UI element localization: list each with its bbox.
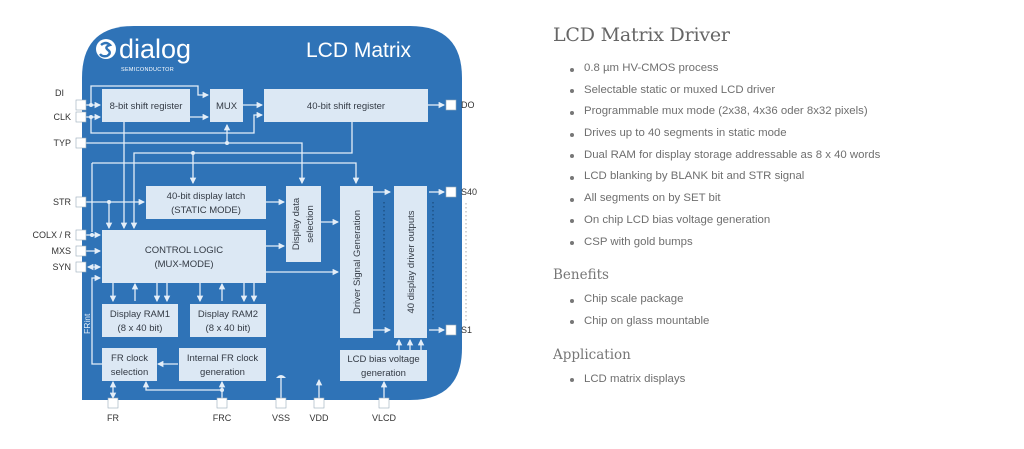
frint-label: FRint [82, 313, 92, 334]
svg-text:FRC: FRC [213, 413, 232, 423]
feature-list: 0.8 µm HV-CMOS process Selectable static… [553, 58, 1013, 253]
pin-vlcd: VLCD [372, 397, 397, 423]
svg-text:(STATIC MODE): (STATIC MODE) [171, 205, 241, 216]
svg-text:STR: STR [53, 197, 72, 207]
svg-text:Display data: Display data [291, 197, 302, 250]
logo-subtitle: SEMICONDUCTOR [121, 67, 174, 73]
svg-text:COLX / R: COLX / R [32, 230, 71, 240]
feature-item: Dual RAM for display storage addressable… [570, 145, 1013, 167]
pin-vss: VSS [272, 397, 290, 423]
svg-text:generation: generation [361, 368, 406, 379]
benefits-heading: Benefits [553, 267, 609, 284]
product-description: LCD Matrix Driver 0.8 µm HV-CMOS process… [553, 24, 1013, 390]
svg-text:selection: selection [305, 205, 316, 243]
benefit-item: Chip on glass mountable [570, 311, 1013, 333]
svg-text:VLCD: VLCD [372, 413, 397, 423]
svg-text:8-bit shift register: 8-bit shift register [110, 101, 183, 112]
block-display-latch: 40-bit display latch (STATIC MODE) [146, 186, 266, 219]
junction-dots [89, 103, 229, 392]
pin-typ: TYP [53, 137, 87, 149]
feature-item: CSP with gold bumps [570, 232, 1013, 254]
benefits-list: Chip scale package Chip on glass mountab… [553, 289, 1013, 332]
feature-item: Drives up to 40 segments in static mode [570, 123, 1013, 145]
block-display-ram1: Display RAM1 (8 x 40 bit) [102, 304, 178, 337]
block-display-data-selection: Display data selection [286, 186, 321, 262]
svg-text:CONTROL LOGIC: CONTROL LOGIC [145, 245, 223, 256]
svg-text:(MUX-MODE): (MUX-MODE) [154, 259, 213, 270]
pin-di: DI [55, 88, 87, 111]
svg-text:(8 x 40 bit): (8 x 40 bit) [118, 323, 163, 334]
pin-colx-r: COLX / R [32, 229, 87, 241]
block-display-driver-outputs: 40 display driver outputs [394, 186, 427, 338]
product-title: LCD Matrix Driver [553, 24, 730, 46]
feature-item: LCD blanking by BLANK bit and STR signal [570, 166, 1013, 188]
feature-item: Selectable static or muxed LCD driver [570, 80, 1013, 102]
block-display-ram2: Display RAM2 (8 x 40 bit) [190, 304, 266, 337]
block-40bit-shift-register: 40-bit shift register [264, 89, 428, 122]
feature-item: 0.8 µm HV-CMOS process [570, 58, 1013, 80]
svg-text:Internal FR clock: Internal FR clock [187, 353, 259, 364]
svg-text:FR clock: FR clock [111, 353, 148, 364]
feature-item: Programmable mux mode (2x38, 4x36 oder 8… [570, 101, 1013, 123]
signal-wires [86, 85, 446, 400]
svg-text:40-bit shift register: 40-bit shift register [307, 101, 385, 112]
svg-text:DI: DI [55, 88, 64, 98]
lcd-matrix-block-diagram: dialog SEMICONDUCTOR LCD Matrix [32, 26, 477, 423]
svg-text:DO: DO [461, 100, 475, 110]
svg-text:40-bit display latch: 40-bit display latch [167, 191, 246, 202]
svg-text:S1: S1 [461, 325, 472, 335]
pin-frc: FRC [213, 397, 232, 423]
block-lcd-bias-voltage-generation: LCD bias voltage generation [340, 350, 427, 381]
svg-text:Display RAM1: Display RAM1 [110, 309, 170, 320]
block-control-logic: CONTROL LOGIC (MUX-MODE) [102, 230, 266, 283]
pin-mxs: MXS [51, 245, 87, 257]
block-fr-clock-selection: FR clock selection [102, 348, 157, 381]
svg-text:Display RAM2: Display RAM2 [198, 309, 258, 320]
svg-text:FR: FR [107, 413, 119, 423]
svg-text:CLK: CLK [53, 112, 71, 122]
feature-item: All segments on by SET bit [570, 188, 1013, 210]
chip-title: LCD Matrix [306, 39, 412, 62]
svg-text:40 display driver outputs: 40 display driver outputs [406, 210, 417, 313]
block-8bit-shift-register: 8-bit shift register [102, 89, 190, 122]
application-heading: Application [553, 346, 631, 363]
svg-text:generation: generation [200, 367, 245, 378]
svg-text:VDD: VDD [309, 413, 329, 423]
svg-text:SYN: SYN [52, 262, 71, 272]
pin-s40: S40 [445, 186, 477, 198]
application-item: LCD matrix displays [570, 369, 1013, 391]
svg-text:TYP: TYP [53, 138, 71, 148]
logo-wordmark: dialog [119, 34, 191, 64]
svg-text:S40: S40 [461, 187, 477, 197]
pin-do: DO [445, 99, 475, 111]
pin-str: STR [53, 196, 87, 208]
block-mux: MUX [210, 89, 243, 122]
svg-text:selection: selection [111, 367, 149, 378]
block-internal-fr-clock-generation: Internal FR clock generation [179, 348, 266, 381]
pin-fr: FR [107, 397, 119, 423]
svg-text:Driver Signal Generation: Driver Signal Generation [352, 210, 363, 314]
benefit-item: Chip scale package [570, 289, 1013, 311]
feature-item: On chip LCD bias voltage generation [570, 210, 1013, 232]
svg-text:(8 x 40 bit): (8 x 40 bit) [206, 323, 251, 334]
svg-text:VSS: VSS [272, 413, 290, 423]
dialog-logo: dialog SEMICONDUCTOR [96, 34, 191, 73]
svg-text:MXS: MXS [51, 246, 71, 256]
block-driver-signal-generation: Driver Signal Generation [340, 186, 373, 338]
pin-vdd: VDD [309, 397, 329, 423]
pin-syn: SYN [52, 261, 87, 273]
application-list: LCD matrix displays [553, 369, 1013, 391]
svg-text:MUX: MUX [216, 101, 238, 112]
pin-s1: S1 [445, 324, 472, 336]
svg-text:LCD bias voltage: LCD bias voltage [347, 354, 419, 365]
pin-clk: CLK [53, 111, 87, 123]
